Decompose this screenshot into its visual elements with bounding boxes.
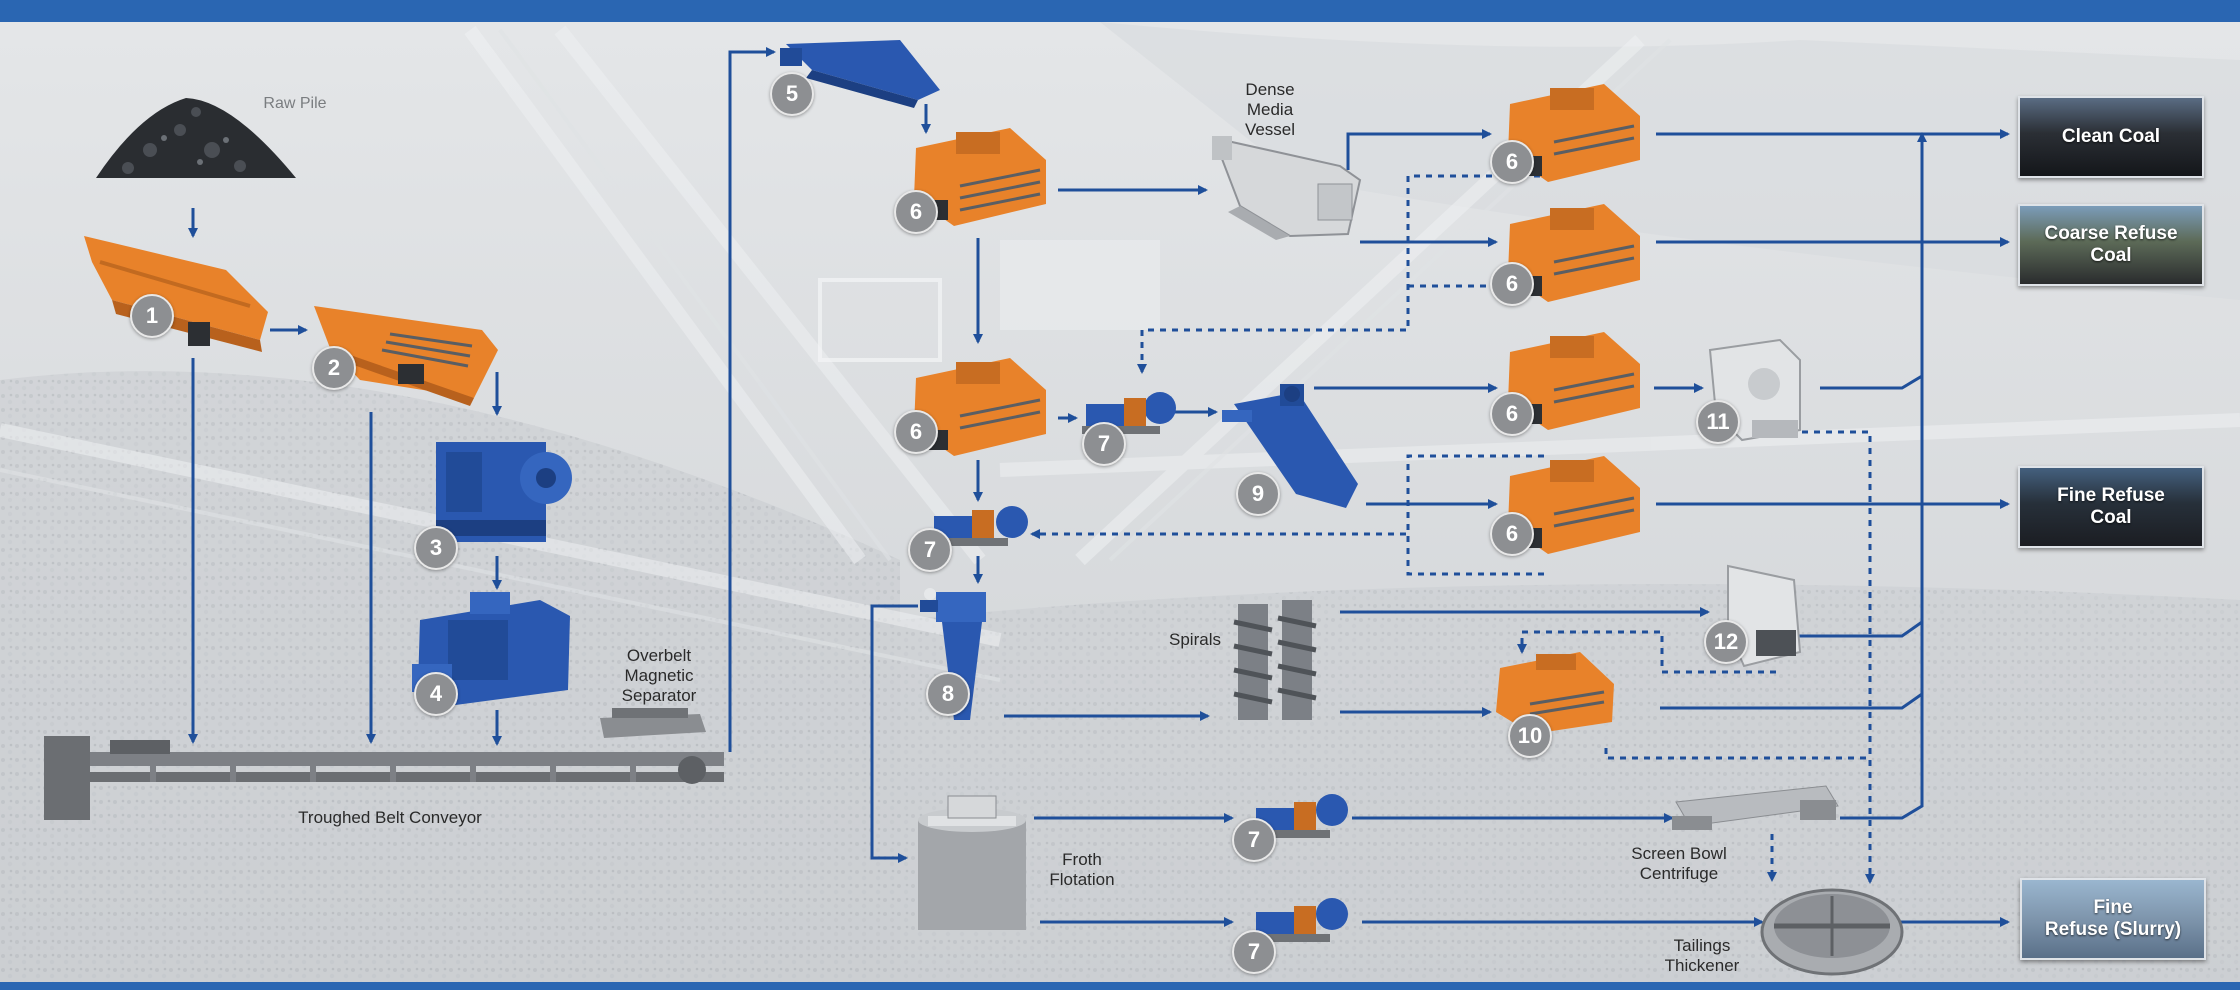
step-badge-2: 2 [312, 346, 356, 390]
output-coarse-refuse-coal-label: Coarse Refuse Coal [2044, 223, 2178, 266]
pump-7a-icon [1082, 392, 1176, 434]
step-badge-6f: 6 [1490, 512, 1534, 556]
output-fine-refuse-coal: Fine Refuse Coal [2018, 466, 2204, 548]
raw-pile-icon [96, 98, 296, 178]
step-badge-12: 12 [1704, 620, 1748, 664]
dense-media-vessel-label: Dense Media Vessel [1244, 80, 1296, 139]
feeder-2-icon [314, 306, 498, 406]
flow-lines [188, 47, 2010, 927]
raw-pile-label: Raw Pile [263, 95, 327, 112]
screen-bowl-centrifuge-label: Screen Bowl Centrifuge [1631, 844, 1727, 883]
bottom-banner [0, 982, 2240, 990]
froth-flotation-icon [918, 795, 1026, 930]
froth-flotation-label: Froth Flotation [1049, 850, 1115, 889]
spirals-icon [1233, 600, 1317, 720]
feeder-5-icon [780, 40, 940, 108]
pump-7b-icon [930, 506, 1028, 546]
step-badge-8: 8 [926, 672, 970, 716]
dense-media-vessel-icon [1212, 136, 1362, 240]
output-fine-refuse-slurry: Fine Refuse (Slurry) [2020, 878, 2206, 960]
step-badge-7d: 7 [1232, 930, 1276, 974]
screen-6a-icon [914, 128, 1046, 226]
spirals-label: Spirals [1169, 630, 1221, 649]
screen-10-icon [1496, 652, 1614, 734]
screen-6c-icon [914, 358, 1046, 456]
step-badge-7a: 7 [1082, 422, 1126, 466]
step-badge-6d: 6 [1490, 262, 1534, 306]
pump-7c-icon [1252, 794, 1348, 838]
step-badge-4: 4 [414, 672, 458, 716]
tailings-thickener-icon [1760, 888, 1904, 976]
magnetic-separator-icon [600, 708, 706, 738]
crusher-3-icon [436, 442, 572, 542]
output-clean-coal-label: Clean Coal [2061, 126, 2161, 147]
step-badge-11: 11 [1696, 400, 1740, 444]
step-badge-6b: 6 [1490, 140, 1534, 184]
output-fine-refuse-coal-label: Fine Refuse Coal [2057, 485, 2165, 528]
step-badge-3: 3 [414, 526, 458, 570]
screen-bowl-centrifuge-icon [1672, 785, 1839, 830]
step-badge-6a: 6 [894, 190, 938, 234]
step-badge-6c: 6 [894, 410, 938, 454]
troughed-belt-conveyor-icon [44, 736, 724, 820]
pump-7d-icon [1252, 898, 1348, 942]
cyclone-9-icon [1222, 384, 1358, 508]
conveyor-label: Troughed Belt Conveyor [298, 808, 482, 827]
top-banner [0, 0, 2240, 22]
output-fine-refuse-slurry-label: Fine Refuse (Slurry) [2044, 897, 2182, 940]
step-badge-7c: 7 [1232, 818, 1276, 862]
step-badge-7b: 7 [908, 528, 952, 572]
output-coarse-refuse-coal: Coarse Refuse Coal [2018, 204, 2204, 286]
step-badge-9: 9 [1236, 472, 1280, 516]
tailings-thickener-label: Tailings Thickener [1664, 936, 1740, 975]
step-badge-5: 5 [770, 72, 814, 116]
step-badge-1: 1 [130, 294, 174, 338]
output-clean-coal: Clean Coal [2018, 96, 2204, 178]
step-badge-10: 10 [1508, 714, 1552, 758]
dotted-flow-lines [1030, 174, 1875, 884]
background-photo [0, 22, 2240, 983]
step-badge-6e: 6 [1490, 392, 1534, 436]
magnetic-separator-label: Overbelt Magnetic Separator [621, 646, 697, 705]
